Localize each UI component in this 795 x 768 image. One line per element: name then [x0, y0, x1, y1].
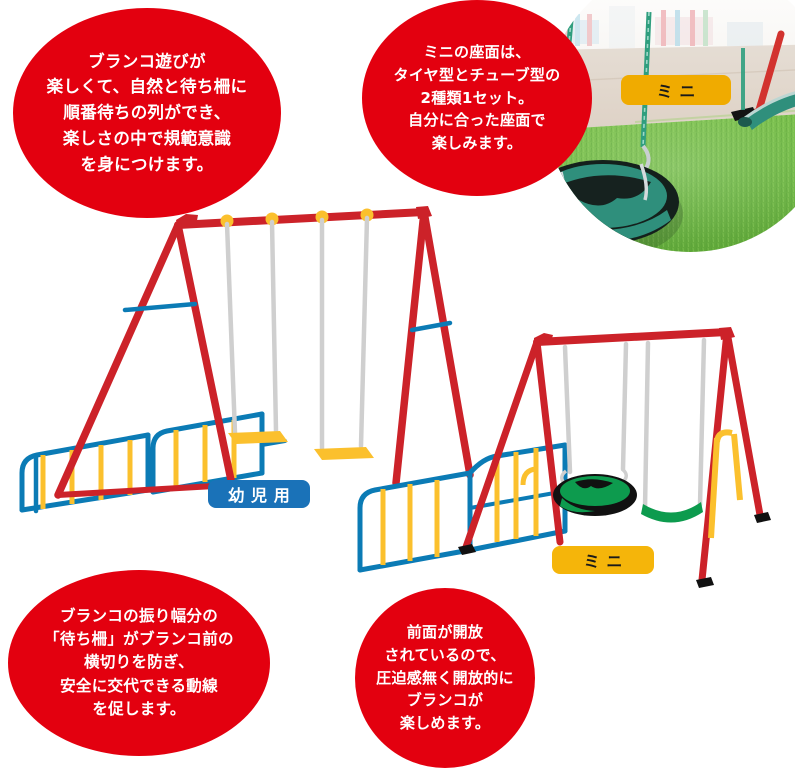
frame-youji-left — [54, 221, 236, 499]
swing-structure-mini — [357, 327, 771, 588]
badge-youji-you: 幼児用 — [208, 480, 310, 508]
top-beam-mini — [533, 328, 731, 346]
frame-mini-right — [696, 327, 771, 588]
callout-bubble-safety-fence: ブランコの振り幅分の 「待ち柵」がブランコ前の 横切りを防ぎ、 安全に交代できる… — [8, 570, 270, 756]
callout-text: 前面が開放 されているので、 圧迫感無く開放的に ブランコが 楽しめます。 — [376, 623, 514, 733]
top-beam-youji — [174, 206, 432, 229]
swing-seat-mini-tire — [553, 341, 637, 516]
badge-mini-photo: ミニ — [621, 75, 731, 105]
callout-bubble-mini-seats: ミニの座面は、 タイヤ型とチューブ型の 2種類1セット。 自分に合った座面で 楽… — [362, 0, 592, 196]
callout-text: ブランコの振り幅分の 「待ち柵」がブランコ前の 横切りを防ぎ、 安全に交代できる… — [44, 606, 234, 718]
frame-mini-left — [458, 333, 564, 555]
swing-illustration: .red { stroke:#cc2229; stroke-linecap:ro… — [0, 190, 795, 610]
swing-seat-youji-1 — [220, 212, 288, 444]
swing-seat-youji-2 — [314, 208, 374, 460]
callout-text: ミニの座面は、 タイヤ型とチューブ型の 2種類1セット。 自分に合った座面で 楽… — [393, 43, 561, 153]
badge-mini-illustration: ミニ — [552, 546, 654, 574]
swing-seat-mini-tube — [641, 337, 707, 523]
callout-text: ブランコ遊びが 楽しくて、自然と待ち柵に 順番待ちの列ができ、 楽しさの中で規範… — [46, 51, 248, 174]
frame-youji-right — [392, 208, 474, 487]
callout-bubble-play-value: ブランコ遊びが 楽しくて、自然と待ち柵に 順番待ちの列ができ、 楽しさの中で規範… — [13, 8, 281, 218]
fence-left-rear — [19, 432, 151, 514]
callout-bubble-open-front: 前面が開放 されているので、 圧迫感無く開放的に ブランコが 楽しめます。 — [355, 588, 535, 768]
product-photo-mini-swing — [545, 0, 795, 252]
swing-structure-youji — [19, 206, 474, 514]
